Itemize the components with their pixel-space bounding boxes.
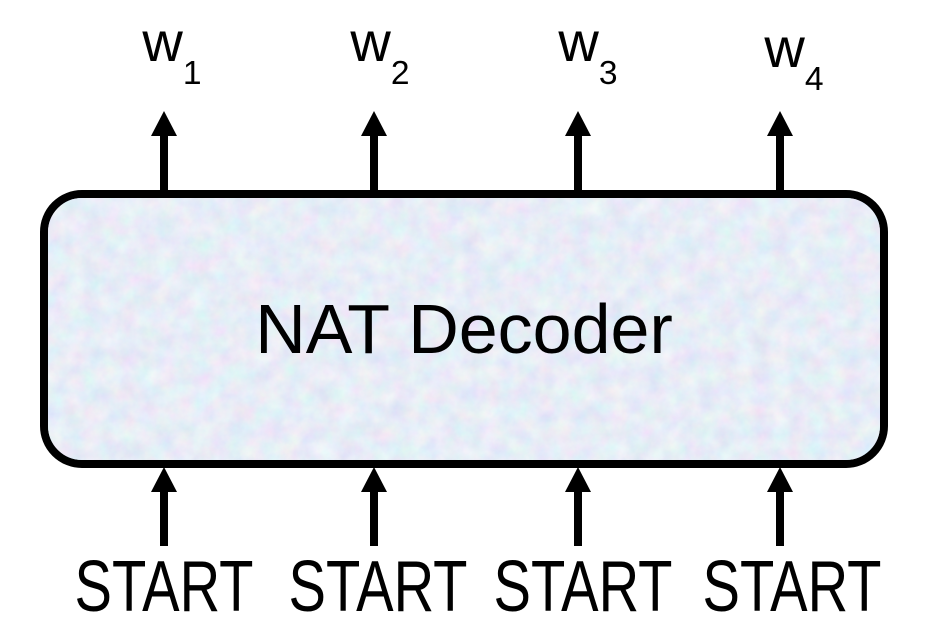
input-label-start-2: START [288, 547, 468, 627]
arrow-head [767, 467, 793, 492]
input-label-start-1: START [74, 547, 254, 627]
output-label-w2-base: w [350, 10, 391, 73]
output-label-w1-subscript: 1 [182, 54, 202, 92]
arrow-shaft [574, 491, 582, 546]
arrow-shaft [776, 135, 784, 192]
input-label-start-3: START [493, 547, 673, 627]
input-up-arrow-icon-2 [361, 467, 387, 546]
arrow-shaft [370, 135, 378, 192]
input-label-start-4: START [702, 547, 882, 627]
arrow-head [767, 111, 793, 136]
output-label-w4: w4 [764, 20, 823, 97]
input-up-arrow-icon-1 [151, 467, 177, 546]
output-up-arrow-icon-2 [361, 111, 387, 192]
output-label-w4-base: w [764, 16, 805, 79]
nat-decoder-box: NAT Decoder [40, 190, 888, 468]
output-label-w3-subscript: 3 [598, 54, 618, 92]
arrow-head [151, 111, 177, 136]
arrow-head [361, 467, 387, 492]
arrow-shaft [370, 491, 378, 546]
decoder-title: NAT Decoder [255, 290, 673, 368]
arrow-head [151, 467, 177, 492]
output-up-arrow-icon-3 [565, 111, 591, 192]
arrow-shaft [574, 135, 582, 192]
output-up-arrow-icon-4 [767, 111, 793, 192]
arrow-head [565, 467, 591, 492]
output-label-w1-base: w [142, 10, 183, 73]
arrow-head [565, 111, 591, 136]
arrow-head [361, 111, 387, 136]
input-up-arrow-icon-3 [565, 467, 591, 546]
output-label-w2: w2 [350, 14, 409, 91]
output-label-w4-subscript: 4 [804, 60, 824, 98]
arrow-shaft [160, 491, 168, 546]
arrow-shaft [776, 491, 784, 546]
mottled-texture [48, 198, 880, 460]
input-up-arrow-icon-4 [767, 467, 793, 546]
output-up-arrow-icon-1 [151, 111, 177, 192]
output-label-w3-base: w [558, 10, 599, 73]
output-label-w3: w3 [558, 14, 617, 91]
output-label-w2-subscript: 2 [390, 54, 410, 92]
output-label-w1: w1 [142, 14, 201, 91]
arrow-shaft [160, 135, 168, 192]
